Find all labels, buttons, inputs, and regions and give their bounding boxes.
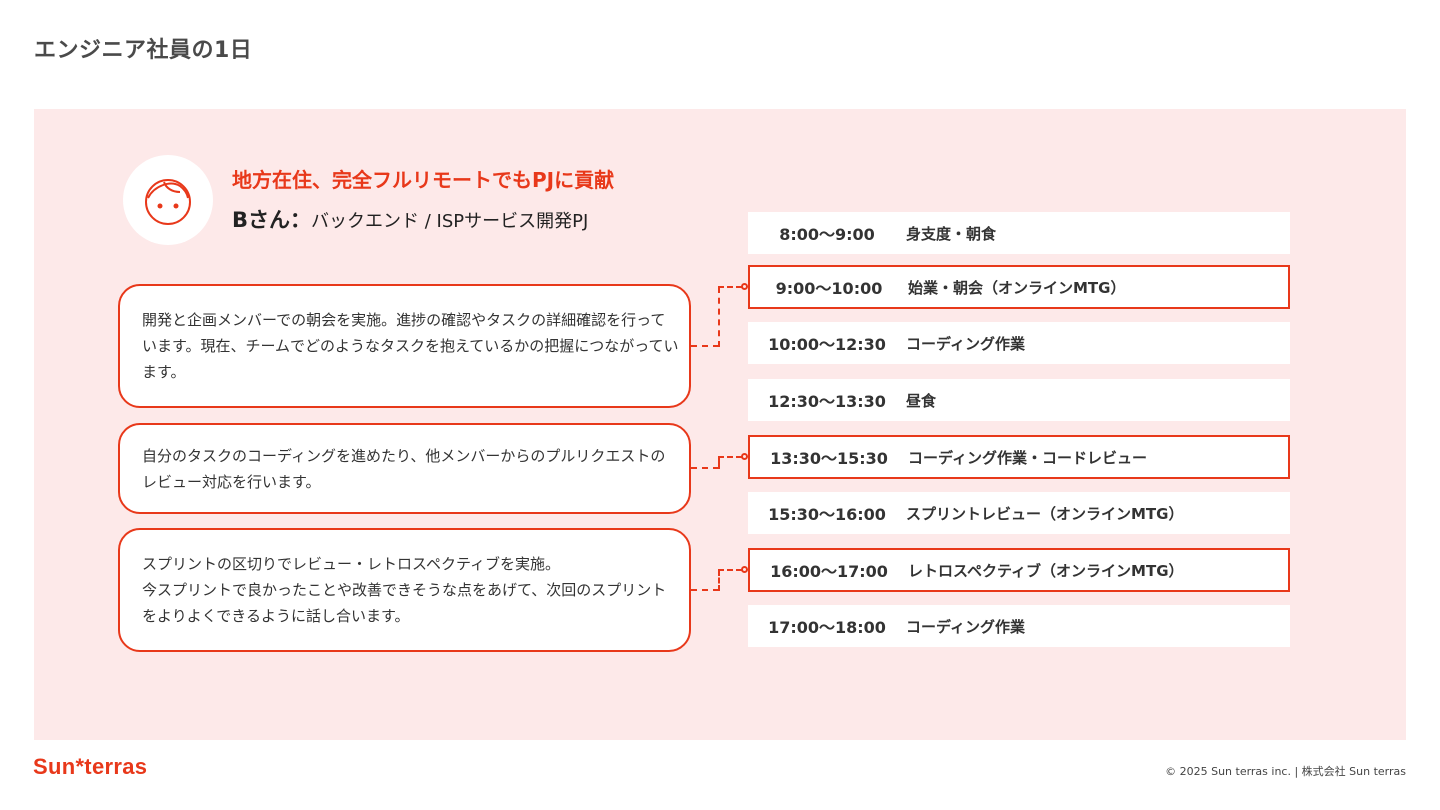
avatar (123, 155, 213, 245)
schedule-row: 17:00〜18:00 コーディング作業 (748, 605, 1290, 647)
description-text: 自分のタスクのコーディングを進めたり、他メンバーからのプルリクエストのレビュー対… (142, 446, 666, 491)
schedule-row: 15:30〜16:00 スプリントレビュー（オンラインMTG） (748, 492, 1290, 534)
person-face-icon (145, 179, 191, 225)
schedule-activity: レトロスペクティブ（オンラインMTG） (908, 561, 1184, 580)
description-line: スプリントの区切りでレビュー・レトロスペクティブを実施。 (142, 555, 561, 573)
schedule-activity: コーディング作業 (906, 334, 1025, 353)
page-title: エンジニア社員の1日 (34, 38, 253, 63)
schedule-time: 12:30〜13:30 (768, 392, 886, 411)
schedule-row: 8:00〜9:00 身支度・朝食 (748, 212, 1290, 254)
schedule-time: 15:30〜16:00 (768, 505, 886, 524)
footer-copyright: © 2025 Sun terras inc. | 株式会社 Sun terras (1165, 765, 1406, 778)
description-text: スプリントの区切りでレビュー・レトロスペクティブを実施。今スプリントで良かったこ… (142, 551, 679, 629)
schedule-activity: 始業・朝会（オンラインMTG） (908, 278, 1126, 297)
schedule-row: 13:30〜15:30 コーディング作業・コードレビュー (748, 435, 1290, 479)
person-role: バックエンド / ISPサービス開発PJ (311, 211, 589, 232)
schedule-row: 10:00〜12:30 コーディング作業 (748, 322, 1290, 364)
description-morning-meeting: 開発と企画メンバーでの朝会を実施。進捗の確認やタスクの詳細確認を行っています。現… (118, 284, 691, 408)
schedule-time: 9:00〜10:00 (775, 279, 883, 298)
schedule-time: 17:00〜18:00 (768, 618, 886, 637)
schedule-time: 13:30〜15:30 (770, 449, 888, 468)
profile-name-role: Bさん：バックエンド / ISPサービス開発PJ (232, 204, 588, 234)
description-line: 今スプリントで良かったことや改善できそうな点をあげて、次回のスプリントをよりよく… (142, 581, 667, 625)
schedule-time: 8:00〜9:00 (779, 225, 875, 244)
schedule-activity: コーディング作業 (906, 617, 1025, 636)
schedule-row: 12:30〜13:30 昼食 (748, 379, 1290, 421)
person-name: Bさん： (232, 208, 312, 232)
brand-logo: Sun*terras (33, 754, 148, 779)
schedule-activity: コーディング作業・コードレビュー (908, 448, 1147, 467)
schedule-activity: 昼食 (906, 391, 937, 410)
schedule-row: 9:00〜10:00 始業・朝会（オンラインMTG） (748, 265, 1290, 309)
description-retrospective: スプリントの区切りでレビュー・レトロスペクティブを実施。今スプリントで良かったこ… (118, 528, 691, 652)
schedule-activity: スプリントレビュー（オンラインMTG） (906, 504, 1184, 523)
schedule-time: 16:00〜17:00 (770, 562, 888, 581)
profile-headline: 地方在住、完全フルリモートでもPJに貢献 (232, 168, 615, 192)
schedule-time: 10:00〜12:30 (768, 335, 886, 354)
schedule-row: 16:00〜17:00 レトロスペクティブ（オンラインMTG） (748, 548, 1290, 592)
description-coding: 自分のタスクのコーディングを進めたり、他メンバーからのプルリクエストのレビュー対… (118, 423, 691, 514)
description-text: 開発と企画メンバーでの朝会を実施。進捗の確認やタスクの詳細確認を行っています。現… (142, 311, 679, 381)
schedule-activity: 身支度・朝食 (906, 224, 997, 243)
